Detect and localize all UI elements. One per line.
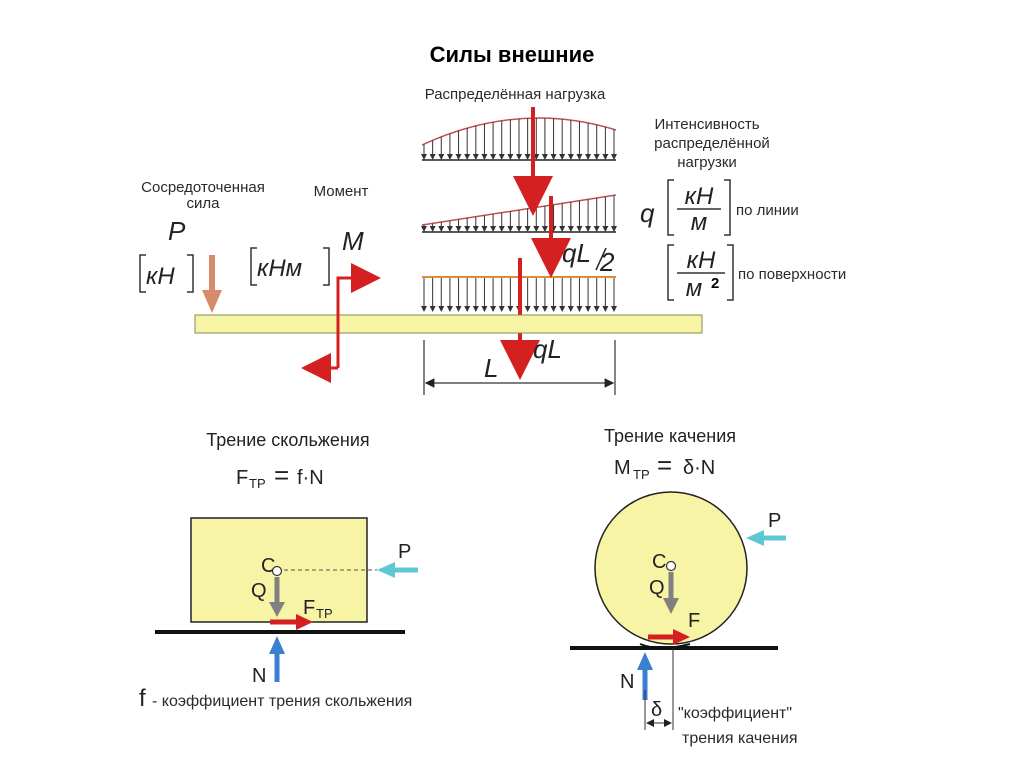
svg-text:M: M (614, 457, 631, 479)
rolling-c-label: C (652, 551, 666, 573)
force-unit-brackets (139, 254, 194, 293)
q-symbol: q (640, 198, 655, 228)
unit-line-brackets (667, 179, 731, 236)
svg-text:δ·N: δ·N (683, 457, 715, 479)
sliding-title: Трение скольжения (206, 430, 369, 450)
rolling-coef-label-2: трения качения (682, 730, 798, 747)
unit-surface-denominator: м (686, 275, 702, 302)
sliding-center-point (271, 565, 283, 577)
per-line-label: по линии (736, 202, 799, 219)
rolling-formula: M ТР = δ·N (614, 450, 715, 482)
unit-surface-numerator: кН (687, 247, 716, 274)
moment-arrow (301, 263, 381, 383)
sliding-caption-f: f (139, 685, 146, 712)
sliding-ftr-label: F (303, 597, 315, 619)
force-unit: кН (146, 263, 175, 290)
force-symbol: P (168, 216, 186, 246)
sliding-caption: - коэффициент трения скольжения (152, 693, 412, 710)
beam (194, 314, 703, 334)
half-resultant-label: qL (562, 238, 591, 268)
rolling-n-label: N (620, 671, 634, 693)
intensity-label-2: распределённой (654, 135, 770, 152)
rolling-gravity-arrow (663, 572, 679, 614)
svg-text:ТР: ТР (249, 476, 266, 491)
concentrated-force-label-2: сила (187, 195, 221, 212)
sliding-n-label: N (252, 665, 266, 687)
moment-label: Момент (314, 183, 369, 200)
sliding-ftr-sub: ТР (316, 606, 333, 621)
rolling-push-arrow (746, 530, 786, 546)
unit-line-denominator: м (691, 209, 707, 236)
rolling-f-label: F (688, 610, 700, 632)
moment-symbol: M (342, 226, 364, 256)
sliding-p-label: P (398, 541, 411, 563)
sliding-friction-arrow (270, 614, 313, 630)
sliding-c-label: C (261, 555, 275, 577)
svg-text:=: = (657, 450, 672, 480)
svg-text:f·N: f·N (297, 467, 324, 489)
intensity-label-3: нагрузки (677, 154, 737, 171)
rolling-delta-label: δ (651, 699, 662, 721)
rolling-delta-dimension (644, 648, 674, 730)
length-dimension (423, 340, 616, 395)
triangular-load (421, 194, 617, 233)
length-label: L (484, 353, 498, 383)
page-title: Силы внешние (430, 42, 595, 67)
parabolic-load (421, 117, 617, 161)
rolling-center-point (665, 560, 677, 572)
rolling-friction-arrow (648, 629, 690, 645)
concentrated-force-label-1: Сосредоточенная (141, 179, 265, 196)
half-resultant-slash (595, 247, 607, 271)
resultant-label: qL (533, 334, 562, 364)
svg-text:ТР: ТР (633, 467, 650, 482)
half-resultant-divisor: 2 (599, 247, 615, 277)
unit-line-numerator: кН (685, 183, 714, 210)
sliding-q-label: Q (251, 580, 267, 602)
per-surface-label: по поверхности (738, 266, 846, 283)
intensity-label-1: Интенсивность (654, 116, 759, 133)
svg-text:=: = (274, 460, 289, 490)
moment-unit-brackets (250, 247, 330, 286)
sliding-push-arrow (377, 562, 418, 578)
rolling-q-label: Q (649, 577, 665, 599)
moment-unit: кНм (257, 255, 302, 282)
rolling-contact-deformation (639, 643, 691, 649)
rolling-title: Трение качения (604, 426, 736, 446)
sliding-formula: F ТР = f·N (236, 460, 324, 491)
rolling-p-label: P (768, 510, 781, 532)
sliding-normal-arrow (269, 636, 285, 682)
unit-surface-exponent: 2 (711, 275, 719, 292)
unit-surface-brackets (667, 244, 734, 301)
distributed-load-label: Распределённая нагрузка (425, 86, 606, 103)
svg-text:F: F (236, 467, 248, 489)
sliding-gravity-arrow (269, 577, 285, 617)
force-arrow (202, 255, 222, 313)
rolling-coef-label: "коэффициент" (678, 705, 792, 722)
